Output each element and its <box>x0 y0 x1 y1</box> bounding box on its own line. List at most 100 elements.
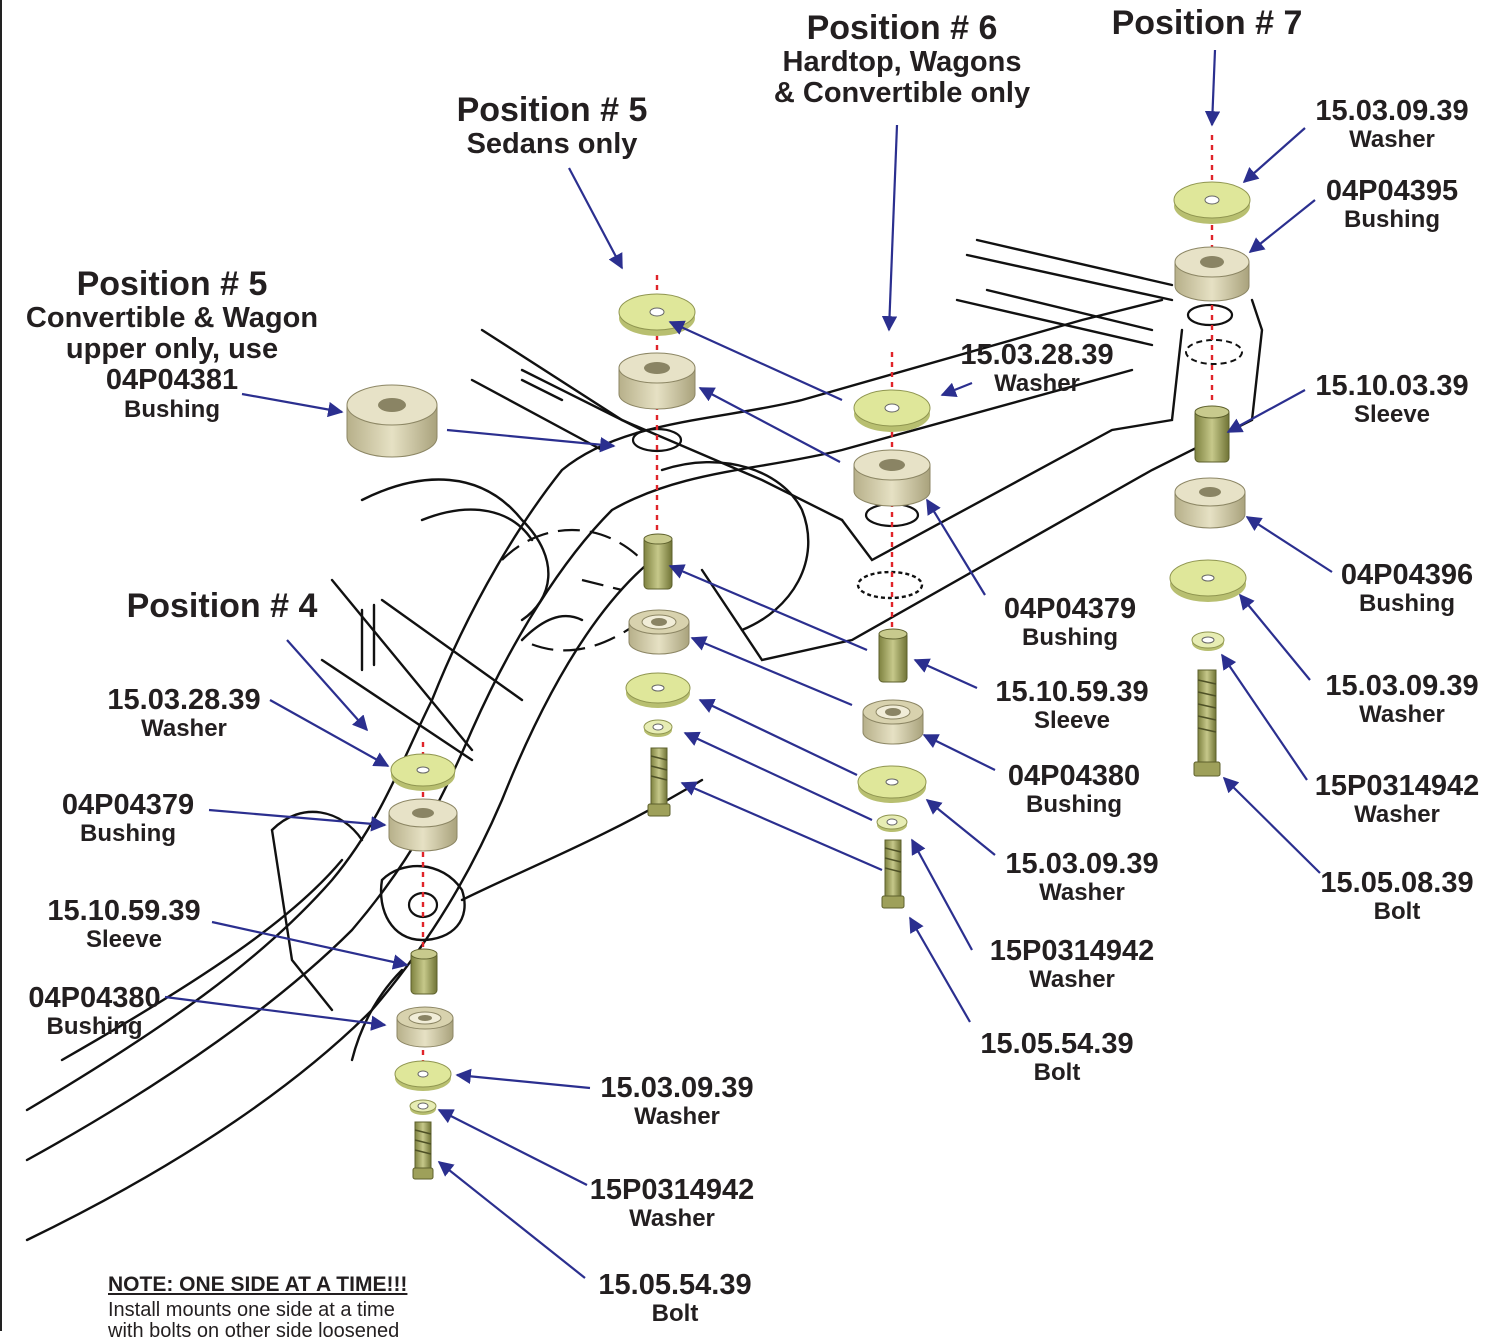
position-7-label: Position # 7 <box>1092 5 1322 42</box>
part-number: 15.05.08.39 <box>1320 867 1474 899</box>
part-description: Washer <box>1349 126 1435 154</box>
position-5-convertible-label: Position # 5 Convertible & Wagon upper o… <box>2 266 342 423</box>
part-description: Bushing <box>1359 590 1455 618</box>
note-heading: NOTE: ONE SIDE AT A TIME!!! <box>108 1273 408 1296</box>
washer-icon <box>394 1060 452 1091</box>
part-description: Bushing <box>1344 206 1440 234</box>
part-number: 15P0314942 <box>589 1174 755 1206</box>
position-title: Position # 4 <box>126 587 318 625</box>
bushing-icon <box>1174 246 1250 302</box>
part-description: Bushing <box>124 395 220 423</box>
bushing-icon <box>853 449 931 507</box>
bushing-icon <box>1174 477 1246 529</box>
part-description: Washer <box>1354 801 1440 829</box>
bushing-icon <box>346 384 438 458</box>
leader-arrows <box>164 49 1333 1279</box>
position-6-label: Position # 6 Hardtop, Wagons & Convertib… <box>742 10 1062 109</box>
part-number: 15.03.09.39 <box>1005 848 1159 880</box>
bolt-icon <box>647 747 671 817</box>
position-5-sedan-label: Position # 5 Sedans only <box>432 92 672 160</box>
part-description: Washer <box>1039 879 1125 907</box>
part-number: 15P0314942 <box>989 935 1155 967</box>
part-description: Bushing <box>80 820 176 848</box>
washer-icon <box>618 293 696 336</box>
parts-position-7 <box>1169 181 1251 777</box>
part-number: 15.10.59.39 <box>995 676 1149 708</box>
part-description: Washer <box>994 370 1080 398</box>
frame-outline <box>25 238 1264 1242</box>
sleeve-icon <box>1194 405 1230 463</box>
small-washer-icon <box>409 1099 437 1115</box>
part-number: 15.05.54.39 <box>598 1269 752 1301</box>
part-number: 15.10.59.39 <box>47 895 201 927</box>
note-body: Install mounts one side at a time with b… <box>108 1299 400 1342</box>
small-washer-icon <box>643 719 673 737</box>
part-number: 04P04381 <box>105 364 239 397</box>
mount-hole-p6-lower <box>856 570 924 600</box>
position-subtitle: Convertible & Wagon <box>25 301 319 334</box>
part-number: 15.10.03.39 <box>1315 370 1469 402</box>
part-description: Washer <box>629 1205 715 1233</box>
bushing-icon <box>862 699 924 745</box>
bolt-icon <box>1193 669 1221 777</box>
small-washer-icon <box>876 814 908 832</box>
part-number: 15.03.28.39 <box>107 684 261 716</box>
parts-position-5 <box>346 293 696 817</box>
part-number: 04P04379 <box>1003 593 1137 625</box>
bushing-icon <box>628 609 690 655</box>
part-description: Bushing <box>46 1013 143 1041</box>
part-description: Bushing <box>1022 624 1118 652</box>
part-number: 04P04379 <box>61 789 195 821</box>
position-4-label: Position # 4 <box>102 588 342 625</box>
part-description: Bolt <box>1373 898 1421 926</box>
mount-hole-p7-lower <box>1185 339 1243 365</box>
position-subtitle: & Convertible only <box>773 77 1031 110</box>
part-description: Bolt <box>651 1300 699 1328</box>
part-number: 04P04380 <box>1007 760 1141 792</box>
sleeve-icon <box>878 628 908 683</box>
part-number: 15.03.28.39 <box>960 339 1114 371</box>
part-number: 04P04396 <box>1340 559 1474 591</box>
parts-position-4 <box>388 753 458 1180</box>
part-number: 15P0314942 <box>1314 770 1480 802</box>
part-description: Washer <box>1029 966 1115 994</box>
washer-icon <box>1173 181 1251 224</box>
position-subtitle: Hardtop, Wagons <box>782 45 1022 78</box>
part-description: Bushing <box>1026 791 1122 819</box>
part-number: 15.03.09.39 <box>1325 670 1479 702</box>
position-title: Position # 5 <box>456 91 648 129</box>
position-subtitle: Sedans only <box>466 127 638 160</box>
part-number: 15.03.09.39 <box>600 1072 754 1104</box>
position-title: Position # 7 <box>1111 4 1303 42</box>
position-title: Position # 6 <box>806 9 998 47</box>
bushing-icon <box>618 352 696 410</box>
washer-icon <box>625 672 691 708</box>
parts-position-6 <box>853 389 931 909</box>
washer-icon <box>853 389 931 432</box>
part-description: Sleeve <box>85 926 163 954</box>
part-number: 04P04395 <box>1325 175 1459 207</box>
part-description: Washer <box>141 715 227 743</box>
part-number: 15.03.09.39 <box>1315 95 1469 127</box>
bolt-icon <box>412 1121 434 1180</box>
